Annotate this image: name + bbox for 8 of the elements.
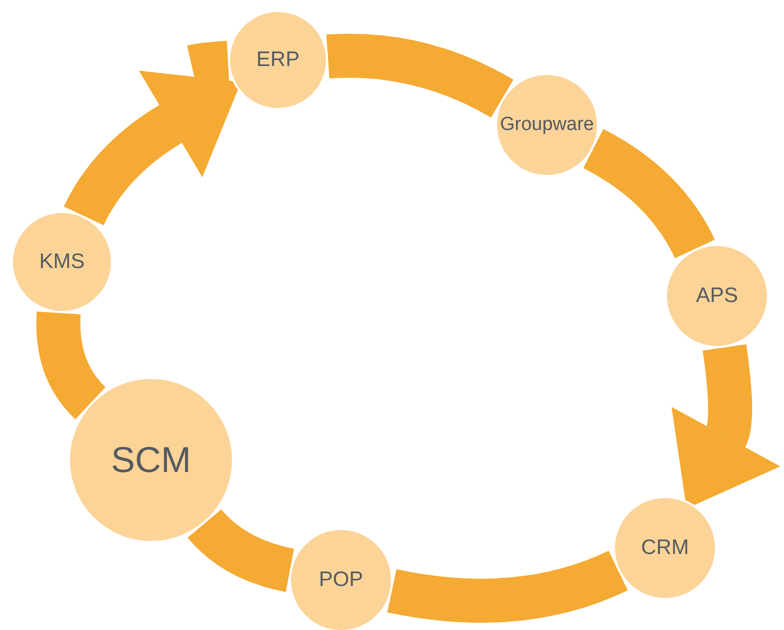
node-label: Groupware (500, 114, 594, 136)
node-label: APS (696, 284, 738, 308)
node-label: CRM (641, 536, 689, 560)
node-label: SCM (111, 439, 191, 481)
node-label: KMS (39, 250, 85, 274)
node-label: POP (318, 568, 364, 592)
node-label: ERP (256, 48, 300, 72)
curved-arrow (64, 71, 240, 226)
